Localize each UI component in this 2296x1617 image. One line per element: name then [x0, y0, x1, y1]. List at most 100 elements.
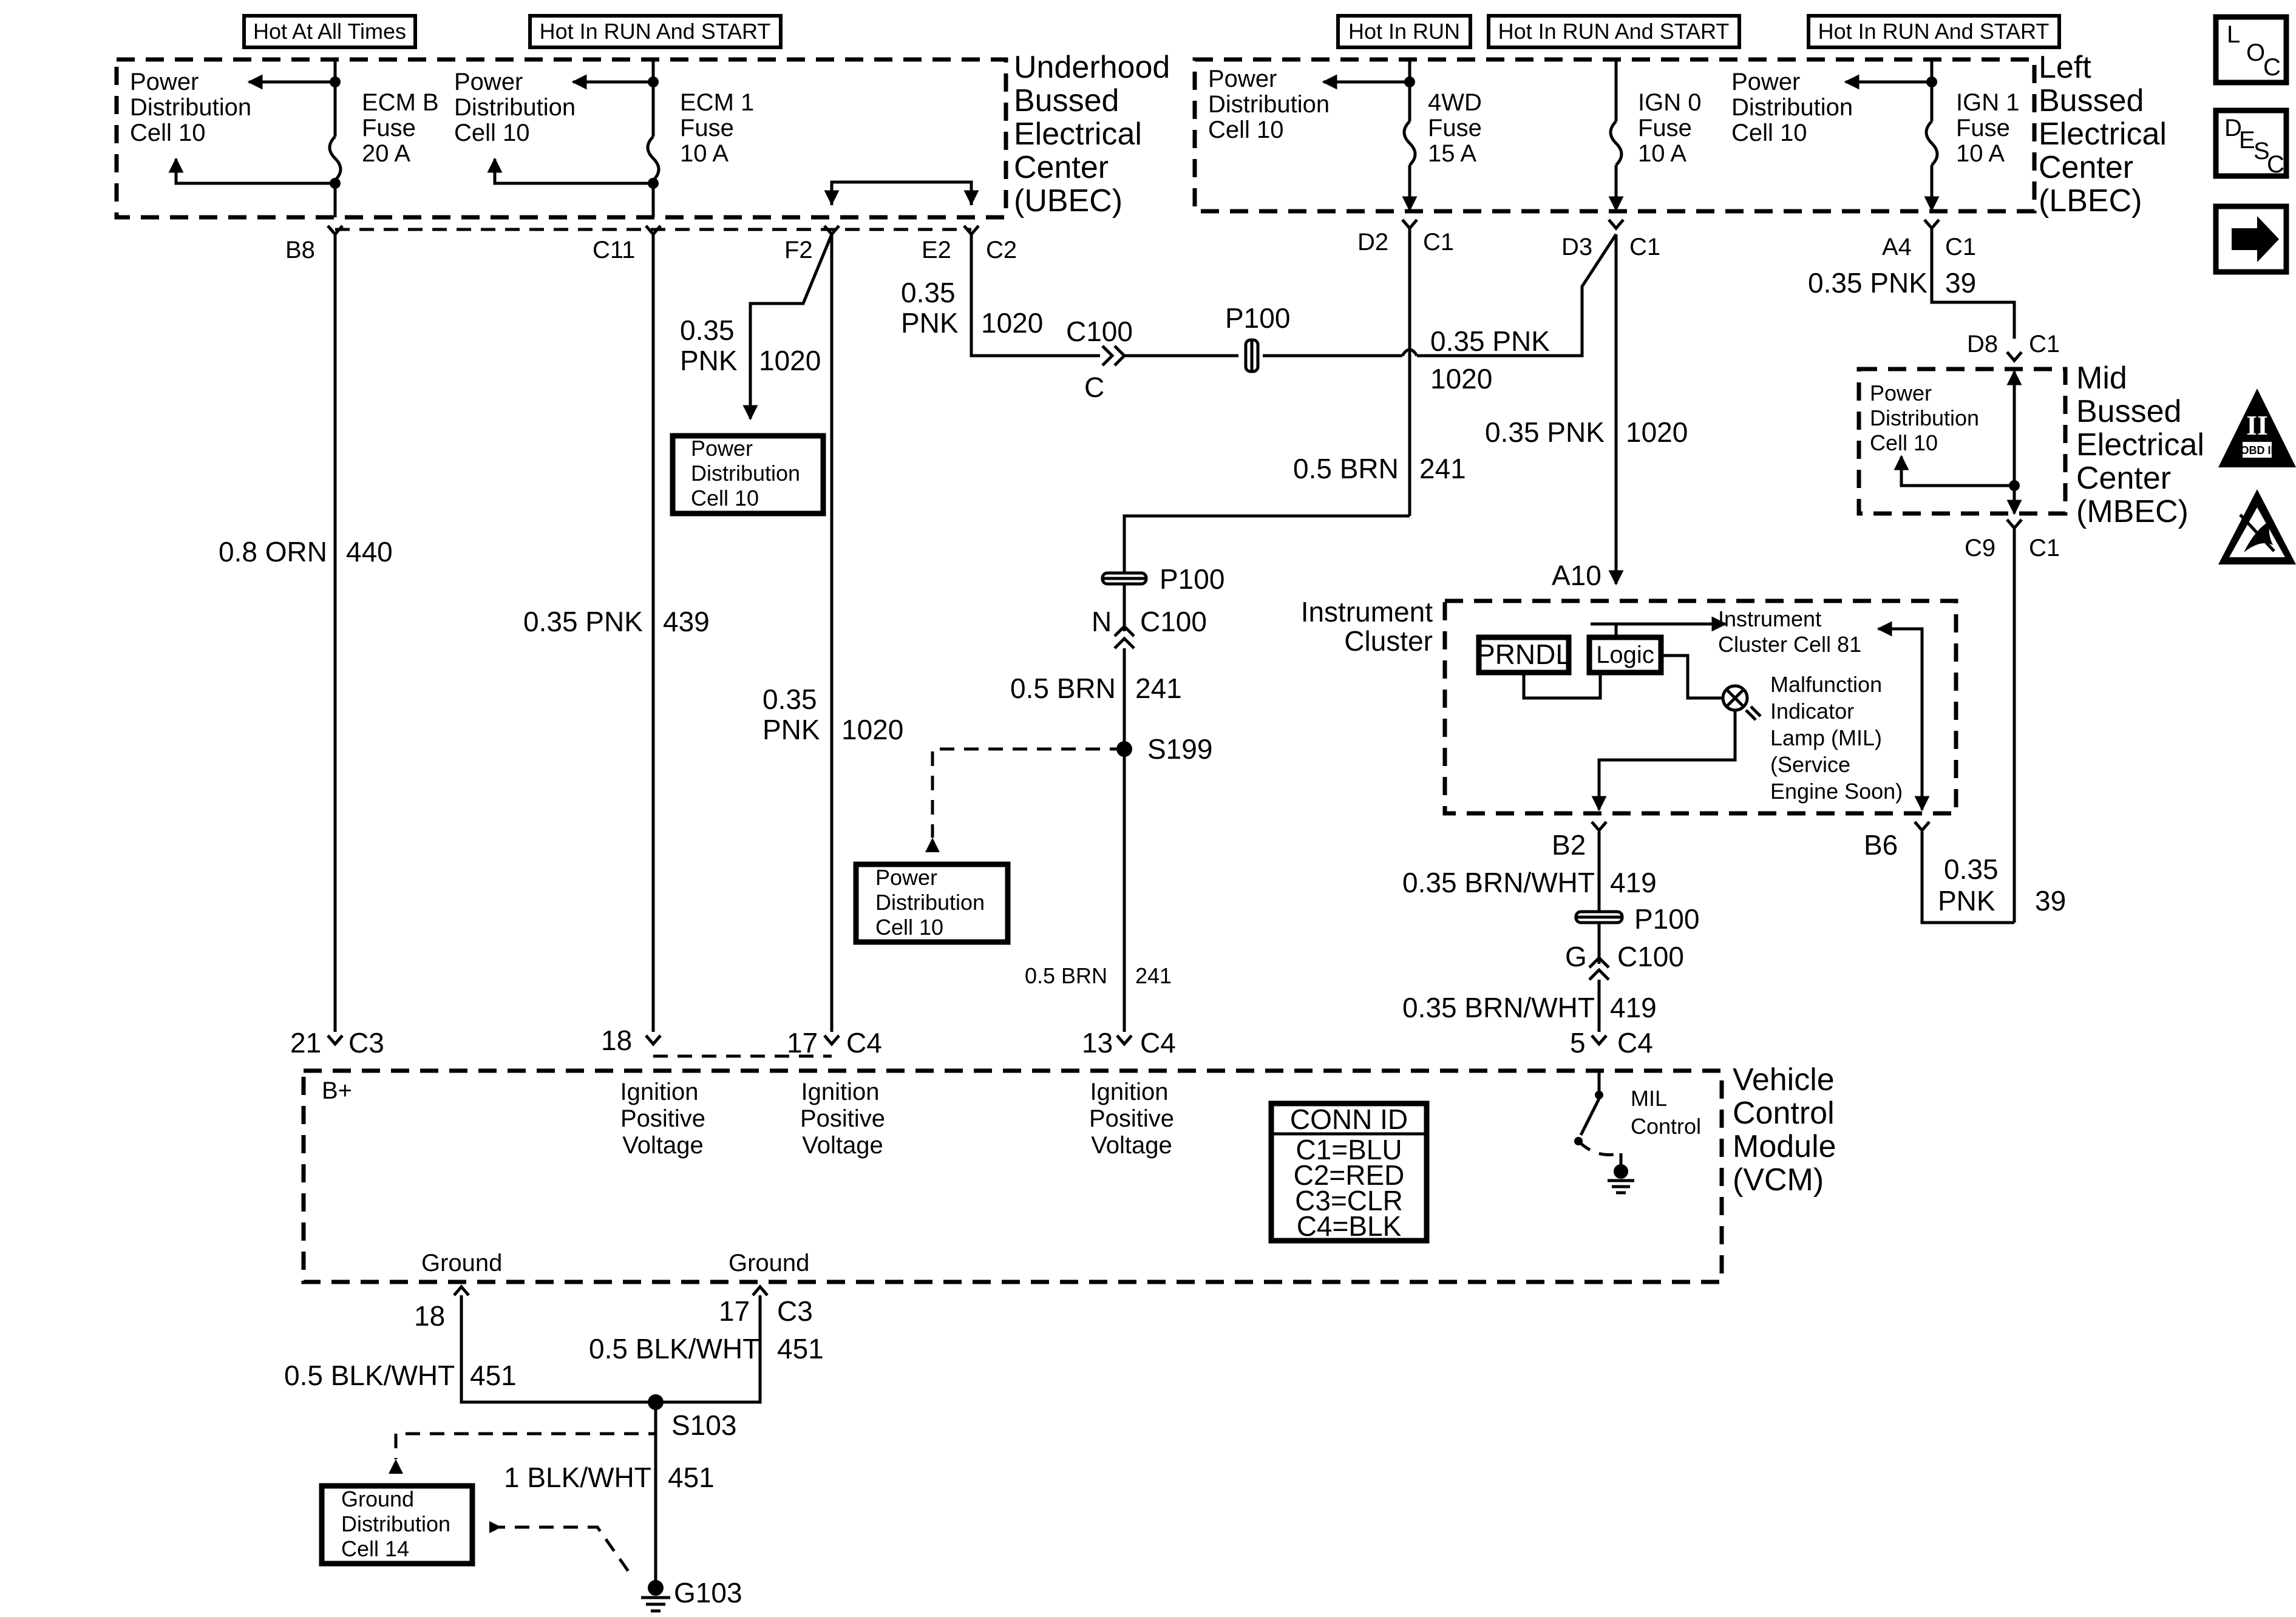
svg-text:L: L	[2227, 21, 2240, 48]
svg-text:Electrical: Electrical	[1014, 117, 1142, 152]
pin-n: N	[1092, 606, 1112, 637]
svg-text:Instrument: Instrument	[1718, 606, 1821, 631]
svg-text:Cell 10: Cell 10	[454, 120, 530, 146]
vcm-pin-g17-c3: C3	[777, 1295, 813, 1327]
svg-text:451: 451	[777, 1333, 824, 1364]
svg-text:Distribution: Distribution	[130, 94, 251, 121]
svg-text:ECM B: ECM B	[362, 89, 439, 116]
wire-f2-1020-label: 0.35 PNK 1020	[680, 314, 821, 376]
svg-text:Distribution: Distribution	[454, 94, 576, 121]
svg-text:0.35 BRN/WHT: 0.35 BRN/WHT	[1402, 992, 1595, 1023]
svg-text:1 BLK/WHT: 1 BLK/WHT	[504, 1462, 651, 1493]
fuse-ign0-icon	[1609, 120, 1623, 166]
svg-text:Fuse: Fuse	[1428, 115, 1482, 141]
svg-text:C2=RED: C2=RED	[1294, 1159, 1405, 1191]
svg-text:0.35 BRN/WHT: 0.35 BRN/WHT	[1402, 867, 1595, 898]
next-button[interactable]	[2213, 203, 2289, 275]
svg-text:Distribution: Distribution	[341, 1511, 450, 1536]
lbec-pdc-label-2: Power Distribution Cell 10	[1731, 69, 1853, 146]
wire-419-label-2: 0.35 BRN/WHT 419	[1402, 992, 1657, 1023]
svg-text:1020: 1020	[841, 714, 903, 745]
svg-text:Center: Center	[2039, 150, 2133, 185]
vcm-pin-17: 17	[787, 1027, 818, 1059]
c100-label-g: C100	[1617, 941, 1684, 972]
wire-a10-1020-label: 0.35 PNK 1020	[1485, 416, 1688, 448]
wire-241-label-2: 0.5 BRN 241	[1010, 673, 1182, 704]
svg-text:Bussed: Bussed	[1014, 83, 1119, 118]
svg-text:(MBEC): (MBEC)	[2076, 494, 2189, 529]
svg-text:Power: Power	[454, 69, 523, 95]
prndl-box: PRNDL	[1476, 634, 1572, 676]
svg-text:PNK: PNK	[763, 714, 820, 745]
svg-text:O: O	[2246, 39, 2265, 66]
svg-text:II: II	[2246, 410, 2268, 441]
vcm-pin-17-c4: C4	[846, 1027, 882, 1059]
pin-c9-c1: C1	[2029, 535, 2060, 561]
svg-text:(UBEC): (UBEC)	[1014, 183, 1123, 219]
svg-text:Vehicle: Vehicle	[1733, 1062, 1835, 1097]
svg-text:OBD II: OBD II	[2240, 444, 2274, 456]
g103-label: G103	[674, 1577, 742, 1609]
svg-text:PNK: PNK	[1938, 885, 1995, 917]
svg-text:0.35 PNK: 0.35 PNK	[1808, 267, 1927, 299]
svg-text:1020: 1020	[981, 307, 1043, 339]
c100-connector-c-icon	[1101, 345, 1127, 367]
svg-text:15 A: 15 A	[1428, 140, 1476, 167]
mil-lamp-label: Malfunction Indicator Lamp (MIL) (Servic…	[1770, 672, 1903, 804]
pin-d3-c1: C1	[1629, 234, 1660, 260]
arrow-right-icon	[2232, 216, 2279, 262]
svg-text:Center: Center	[1014, 150, 1109, 185]
wire-c9-39-label: 39	[2035, 885, 2066, 917]
svg-text:Cell 10: Cell 10	[875, 915, 943, 940]
svg-text:Hot At All Times: Hot At All Times	[253, 19, 406, 44]
svg-text:Distribution: Distribution	[1208, 91, 1330, 118]
ubec-box	[114, 57, 1008, 220]
ubec-label: Underhood Bussed Electrical Center (UBEC…	[1014, 50, 1170, 219]
svg-text:Power: Power	[130, 69, 199, 95]
svg-text:Malfunction: Malfunction	[1770, 672, 1882, 697]
p100-inline-icon	[1244, 338, 1260, 373]
svg-text:439: 439	[663, 606, 710, 637]
svg-text:1020: 1020	[1430, 363, 1492, 395]
pin-b2: B2	[1552, 829, 1586, 861]
p100-label-brn: P100	[1160, 563, 1224, 595]
svg-text:0.35: 0.35	[763, 683, 817, 715]
svg-text:Electrical: Electrical	[2039, 117, 2167, 152]
svg-text:Hot In RUN And START: Hot In RUN And START	[1818, 19, 2050, 44]
svg-text:241: 241	[1135, 963, 1172, 988]
instrument-cluster-label: Instrument Cluster	[1301, 596, 1433, 657]
svg-text:Cell 14: Cell 14	[341, 1536, 409, 1561]
pin-d8-c1: C1	[2029, 331, 2060, 358]
svg-text:Logic: Logic	[1596, 642, 1654, 668]
svg-text:Cell 10: Cell 10	[1208, 117, 1284, 143]
loc-button[interactable]: L O C	[2213, 14, 2289, 86]
svg-text:Ground: Ground	[341, 1486, 414, 1511]
fuse-ign1-icon	[1924, 120, 1939, 166]
svg-text:Indicator: Indicator	[1770, 699, 1854, 724]
mil-control-switch-icon	[1574, 1071, 1634, 1195]
svg-text:Distribution: Distribution	[875, 890, 985, 915]
p100-label-419: P100	[1634, 903, 1699, 935]
fuse-4wd-label: 4WD Fuse 15 A	[1428, 89, 1482, 167]
mil-control-label: MIL Control	[1631, 1086, 1701, 1139]
vcm-pin-18: 18	[601, 1025, 632, 1056]
vcm-ground-label-2: Ground	[729, 1250, 809, 1276]
svg-text:Positive: Positive	[800, 1105, 885, 1132]
svg-text:0.5 BLK/WHT: 0.5 BLK/WHT	[284, 1360, 455, 1391]
pin-f2: F2	[784, 237, 813, 263]
vcm-box	[301, 1068, 1724, 1284]
svg-text:0.5 BRN: 0.5 BRN	[1010, 673, 1116, 704]
wire-451-num-3: 451	[668, 1462, 715, 1493]
svg-text:C: C	[2267, 151, 2284, 178]
mil-lamp-icon	[1721, 684, 1762, 721]
svg-text:Distribution: Distribution	[1731, 94, 1853, 121]
svg-text:Module: Module	[1733, 1129, 1836, 1164]
pin-c9: C9	[1965, 535, 1995, 561]
svg-text:20 A: 20 A	[362, 140, 410, 167]
fuse-ecmb-label: ECM B Fuse 20 A	[362, 89, 439, 167]
pin-b6: B6	[1864, 829, 1898, 861]
svg-text:Cell 10: Cell 10	[130, 120, 206, 146]
svg-text:C: C	[2263, 54, 2281, 81]
desc-button[interactable]: D E S C	[2213, 107, 2289, 179]
